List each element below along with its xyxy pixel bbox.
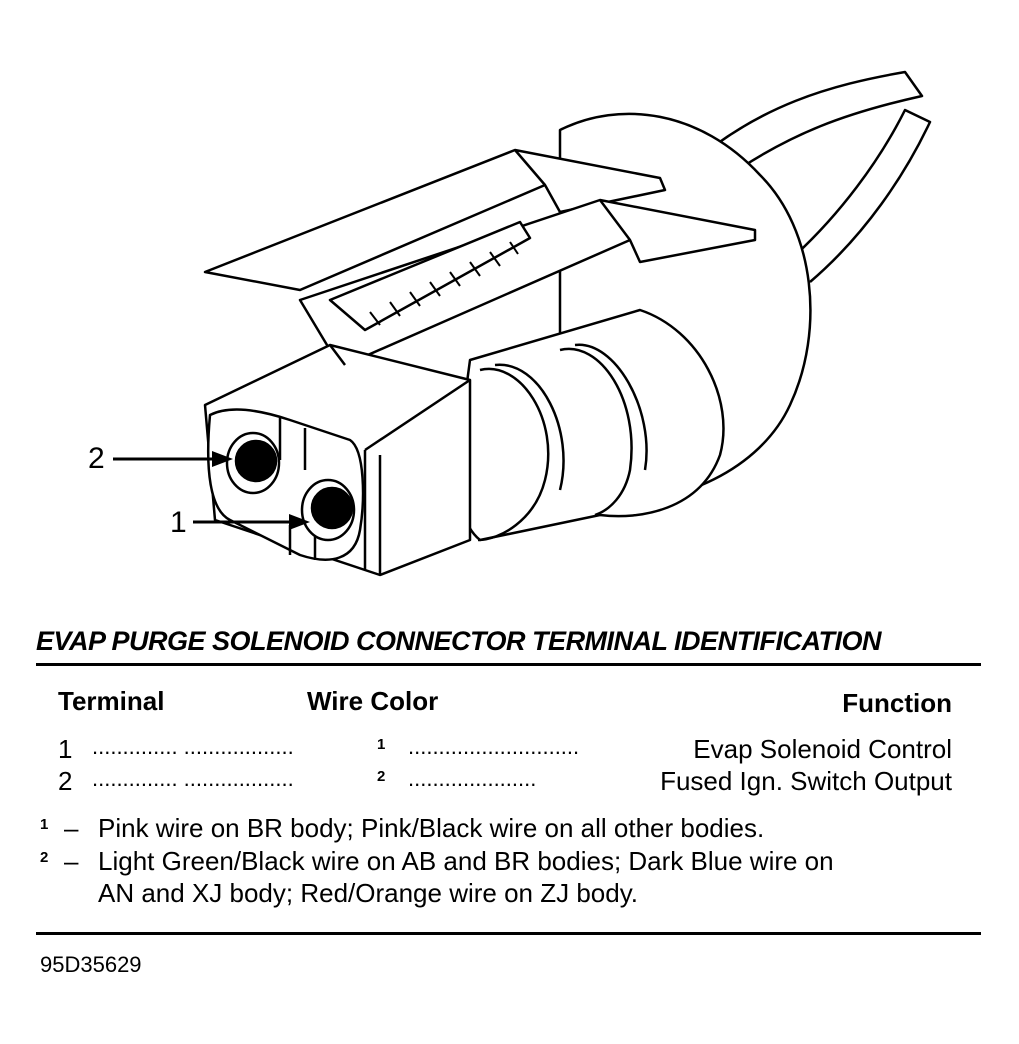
connector-illustration <box>113 70 932 577</box>
note-2-text-line-1: Light Green/Black wire on AB and BR bodi… <box>98 846 834 876</box>
note-2-text-line-2: AN and XJ body; Red/Orange wire on ZJ bo… <box>98 878 639 908</box>
row-1-leader-dots-2: ............................ <box>408 734 580 759</box>
wire-lower <box>789 108 932 283</box>
row-2-note-ref: 2 <box>377 768 386 785</box>
note-2-dash: – <box>64 846 79 876</box>
header-wire-color: Wire Color <box>307 686 439 716</box>
header-terminal: Terminal <box>58 686 165 716</box>
terminal-1-pin <box>310 486 354 530</box>
callout-arrow-1 <box>193 514 310 530</box>
row-2-leader-dots: .............. .................. <box>92 766 294 791</box>
note-1-ref: 1 <box>40 816 49 833</box>
row-2-function: Fused Ign. Switch Output <box>660 766 952 796</box>
diagram-title: EVAP PURGE SOLENOID CONNECTOR TERMINAL I… <box>36 626 882 656</box>
bottom-rule <box>36 932 981 935</box>
wire-upper <box>689 70 924 184</box>
header-function: Function <box>842 688 952 718</box>
lock-arm-upper <box>203 148 667 292</box>
callout-label-1: 1 <box>170 506 187 539</box>
title-rule <box>36 663 981 666</box>
terminal-2-pin <box>234 439 278 483</box>
row-1-note-ref: 1 <box>377 736 386 753</box>
row-1-leader-dots: .............. .................. <box>92 734 294 759</box>
note-1-text: Pink wire on BR body; Pink/Black wire on… <box>98 813 765 843</box>
row-2-terminal: 2 <box>58 766 73 796</box>
callout-label-2: 2 <box>88 442 105 475</box>
callout-arrow-2 <box>113 451 233 467</box>
latch-slot <box>328 220 532 332</box>
note-2-ref: 2 <box>40 849 49 866</box>
row-1-terminal: 1 <box>58 734 73 764</box>
note-1-dash: – <box>64 813 79 843</box>
row-2-leader-dots-2: ..................... <box>408 766 537 791</box>
row-1-function: Evap Solenoid Control <box>693 734 952 764</box>
figure-id: 95D35629 <box>40 952 142 977</box>
connector-barrel <box>456 308 725 542</box>
